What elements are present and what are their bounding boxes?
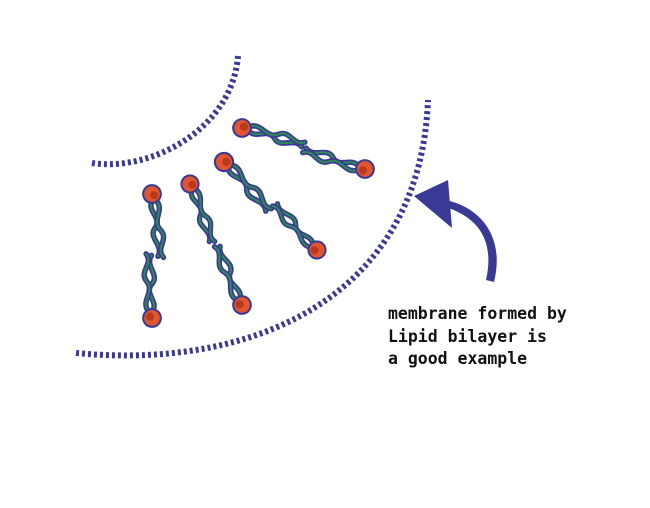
caption-line-3: a good example [388, 349, 528, 368]
lipid-molecule [231, 116, 306, 158]
caption-text: membrane formed by Lipid bilayer is a go… [388, 303, 567, 371]
lipid-molecule [142, 254, 163, 327]
lipid-molecule [213, 241, 253, 316]
caption-line-1: membrane formed by [388, 304, 567, 323]
lipid-molecule [179, 173, 215, 246]
lipid-molecule [302, 137, 376, 181]
caption-line-2: Lipid bilayer is [388, 326, 547, 346]
lipid-molecule [143, 185, 165, 259]
outer-membrane-edge [75, 99, 431, 359]
lipid-molecule [272, 196, 329, 263]
lipid-molecule [211, 149, 272, 220]
curved-arrow-icon [414, 180, 497, 282]
inner-membrane-edge [91, 55, 241, 168]
